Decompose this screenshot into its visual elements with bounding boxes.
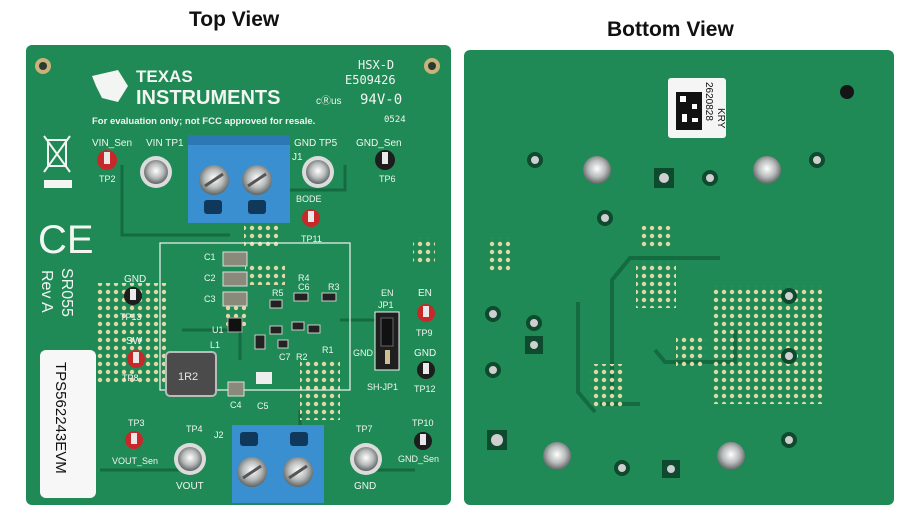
vin-tp1-label: VIN TP1 xyxy=(146,138,184,149)
vin-sen-label: VIN_Sen xyxy=(92,138,132,149)
vin-post-icon xyxy=(144,160,168,184)
r4-label: R4 xyxy=(298,273,310,283)
en-right-label: EN xyxy=(418,288,432,299)
gnd-jp-label: GND xyxy=(353,348,374,358)
tp11-label: TP11 xyxy=(301,234,322,244)
texas-instruments-logo: TEXAS INSTRUMENTS xyxy=(92,67,280,109)
tp3-label: TP3 xyxy=(128,418,145,428)
qr-code-icon xyxy=(676,92,702,130)
gnd-left-label: GND xyxy=(124,274,146,285)
en-jp-label: EN xyxy=(381,288,394,298)
tp12-label: TP12 xyxy=(414,384,436,394)
component-outline xyxy=(159,242,351,391)
part-number: TPS562243EVM xyxy=(52,362,69,474)
tp4-label: TP4 xyxy=(186,424,203,434)
j1-label: J1 xyxy=(292,152,303,163)
brand-line2: INSTRUMENTS xyxy=(136,87,280,109)
tp6-label: TP6 xyxy=(379,174,396,184)
terminal-block-j2 xyxy=(232,425,324,503)
barcode-label: 2620828 KRY xyxy=(668,78,726,138)
cert-code1: HSX-D xyxy=(358,58,394,72)
r5-label: R5 xyxy=(272,288,284,298)
l1-label: L1 xyxy=(210,340,220,350)
jp1-label: JP1 xyxy=(378,300,394,310)
weee-bar xyxy=(44,180,72,188)
vout-sen-label: VOUT_Sen xyxy=(112,456,158,466)
top-board: TEXAS INSTRUMENTS HSX-D E509426 cⓇus 94V… xyxy=(26,45,451,505)
bottom-posts xyxy=(485,152,825,478)
gnd-tp5-label: GND TP5 xyxy=(294,138,338,149)
u1-chip xyxy=(227,317,243,333)
tp13-label: TP13 xyxy=(120,312,142,322)
sh-jp1-label: SH-JP1 xyxy=(367,382,398,392)
r1-label: R1 xyxy=(322,345,334,355)
gnd-sen-bottom-label: GND_Sen xyxy=(398,454,439,464)
sr055-label: SR055 xyxy=(58,268,75,317)
terminal-block-j1 xyxy=(188,135,290,223)
part-number-sticker xyxy=(40,350,96,498)
u1-label: U1 xyxy=(212,325,224,335)
tp10-label: TP10 xyxy=(412,418,434,428)
vout-post-icon xyxy=(178,447,202,471)
gnd-bottom-post-icon xyxy=(354,447,378,471)
j2-label: J2 xyxy=(214,430,224,440)
c5-label: C5 xyxy=(257,401,269,411)
weee-bin-icon xyxy=(43,135,71,173)
c3-label: C3 xyxy=(204,294,216,304)
capacitors xyxy=(222,251,272,397)
tp8-label: TP8 xyxy=(122,373,139,383)
gnd-post-icon xyxy=(306,160,330,184)
drill-hole-icon xyxy=(840,85,854,99)
top-view-title: Top View xyxy=(189,8,280,31)
sw-label: SW xyxy=(126,336,143,347)
vout-label: VOUT xyxy=(176,481,204,492)
gnd-bottom-label: GND xyxy=(354,481,376,492)
tp7-label: TP7 xyxy=(356,424,373,434)
tp2-label: TP2 xyxy=(99,174,116,184)
rev-a-label: Rev A xyxy=(38,270,55,313)
ce-mark: CE xyxy=(38,218,94,262)
r2-label: R2 xyxy=(296,352,308,362)
lot-code: 0524 xyxy=(384,115,406,125)
c2-label: C2 xyxy=(204,273,216,283)
brand-line1: TEXAS xyxy=(136,67,193,86)
cert-code2: E509426 xyxy=(345,73,396,87)
rating: 94V-0 xyxy=(360,92,402,108)
inductor-mark: 1R2 xyxy=(178,371,198,383)
resistors xyxy=(254,292,337,350)
gnd-right-label: GND xyxy=(414,348,436,359)
inductor-l1: 1R2 xyxy=(165,351,217,397)
label-number: 2620828 xyxy=(703,82,714,121)
c1-label: C1 xyxy=(204,252,216,262)
bottom-view-title: Bottom View xyxy=(607,18,734,41)
label-code: KRY xyxy=(715,108,726,129)
disclaimer: For evaluation only; not FCC approved fo… xyxy=(92,116,315,127)
r3-label: R3 xyxy=(328,282,340,292)
ti-logo-icon xyxy=(92,70,128,102)
c6-label: C6 xyxy=(298,282,310,292)
c4-label: C4 xyxy=(230,400,242,410)
c7-label: C7 xyxy=(279,352,291,362)
bode-label: BODE xyxy=(296,194,322,204)
ul-mark: cⓇus xyxy=(316,95,342,107)
bottom-board: 2620828 KRY xyxy=(464,50,894,505)
tp9-label: TP9 xyxy=(416,328,433,338)
gnd-sen-top-label: GND_Sen xyxy=(356,138,402,149)
